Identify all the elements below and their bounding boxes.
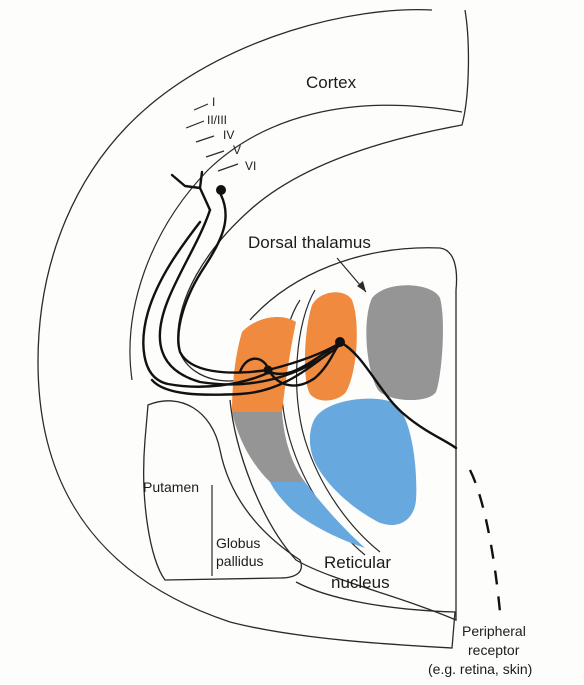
thalamic-blue-nucleus	[310, 399, 416, 525]
dorsal-thalamus-label: Dorsal thalamus	[248, 233, 371, 252]
thalamic-orange-nucleus	[305, 292, 357, 400]
layer-tick-i	[194, 104, 208, 110]
reticular-label-line2: nucleus	[331, 573, 390, 592]
layer-tick-vi	[218, 164, 238, 171]
cortical-neuron-soma	[216, 185, 226, 195]
layer-vi-label: VI	[245, 159, 256, 173]
cortex-label: Cortex	[306, 73, 357, 92]
layer-i-label: I	[212, 95, 215, 109]
layer-tick-ii-iii	[186, 121, 204, 128]
putamen-label: Putamen	[143, 479, 199, 495]
globus-label-line2: pallidus	[216, 553, 263, 569]
globus-label-line1: Globus	[216, 535, 260, 551]
reticular-label-line1: Reticular	[324, 553, 391, 572]
peripheral-afferent-dashed	[470, 470, 500, 612]
layer-tick-v	[206, 151, 224, 157]
layer-ii-iii-label: II/III	[207, 113, 227, 127]
dorsal-thalamus-arrow	[337, 258, 366, 292]
layer-iv-label: IV	[223, 128, 234, 142]
peripheral-label-line3: (e.g. retina, skin)	[428, 661, 532, 677]
reticular-neuron-soma	[264, 366, 273, 375]
layer-v-label: V	[233, 143, 241, 157]
peripheral-label-line2: receptor	[468, 642, 520, 658]
reticular-gray-region	[232, 412, 305, 482]
peripheral-label-line1: Peripheral	[462, 623, 526, 639]
layer-tick-iv	[196, 136, 214, 142]
